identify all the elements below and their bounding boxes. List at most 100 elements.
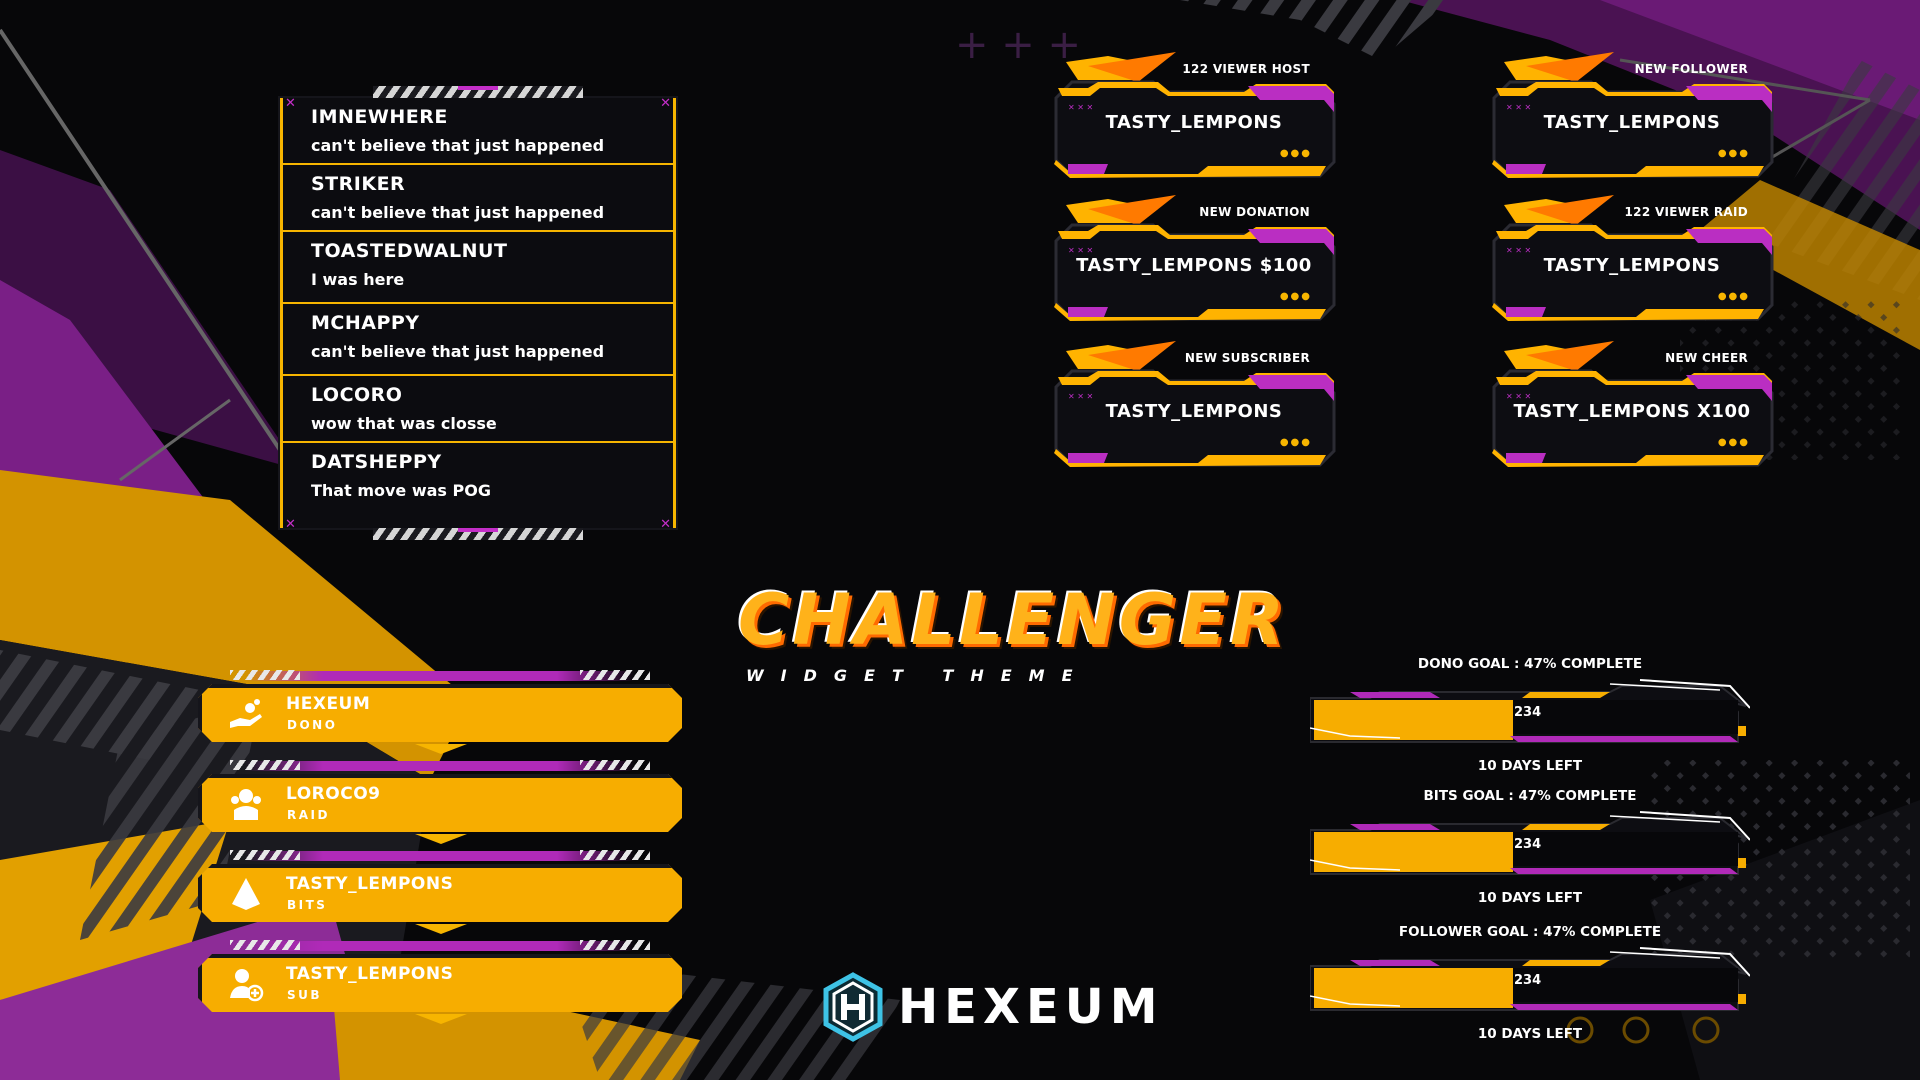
event-type: RAID <box>287 808 330 822</box>
corner-mark-icon: ✕ <box>285 517 296 532</box>
svg-text:✕ ✕ ✕: ✕ ✕ ✕ <box>1506 246 1531 255</box>
alert-username: TASTY_LEMPONS <box>1543 112 1721 133</box>
goal-fill <box>1314 832 1513 872</box>
svg-text:✕ ✕ ✕: ✕ ✕ ✕ <box>1068 392 1093 401</box>
bits-gem-icon <box>232 878 260 910</box>
chat-message: IMNEWHERE can't believe that just happen… <box>283 98 673 165</box>
alert-cheer: ✕ ✕ ✕ NEW CHEER TASTY_LEMPONS X100 ●●● <box>1486 341 1782 471</box>
alert-dots-icon: ●●● <box>1279 148 1312 159</box>
alert-subscriber: ✕ ✕ ✕ NEW SUBSCRIBER TASTY_LEMPONS ●●● <box>1048 341 1344 471</box>
chat-username: DATSHEPPY <box>311 451 442 473</box>
chat-text: can't believe that just happened <box>311 136 605 155</box>
event-hatch <box>230 670 300 680</box>
event-hatch <box>580 850 650 860</box>
brand-logo: HEXEUM <box>822 972 1164 1042</box>
event-top-strip <box>245 941 635 951</box>
chat-bottom-cap <box>373 528 583 540</box>
alert-raid: ✕ ✕ ✕ 122 VIEWER RAID TASTY_LEMPONS ●●● <box>1486 195 1782 325</box>
chat-top-cap <box>373 86 583 98</box>
event-raid: LOROCO9 RAID <box>190 760 690 844</box>
goal-bar <box>1310 811 1750 875</box>
event-type: BITS <box>287 898 328 912</box>
chevron-down-icon <box>415 924 467 934</box>
event-bar <box>198 954 682 1012</box>
chat-text: wow that was closse <box>311 414 497 433</box>
goal-title: FOLLOWER GOAL : 47% COMPLETE <box>1398 924 1662 940</box>
alert-dots-icon: ●●● <box>1717 291 1750 302</box>
svg-text:✕ ✕ ✕: ✕ ✕ ✕ <box>1506 392 1531 401</box>
event-bar <box>198 684 682 742</box>
event-username: TASTY_LEMPONS <box>286 874 454 894</box>
alert-username: TASTY_LEMPONS <box>1105 401 1283 422</box>
chat-message: TOASTEDWALNUT I was here <box>283 232 673 304</box>
goal-days-left: 10 DAYS LEFT <box>1477 1026 1583 1042</box>
alert-dots-icon: ●●● <box>1279 291 1312 302</box>
alert-username: TASTY_LEMPONS <box>1105 112 1283 133</box>
chat-text: I was here <box>311 270 405 289</box>
goal-title: DONO GOAL : 47% COMPLETE <box>1417 656 1643 672</box>
chevron-down-icon <box>415 834 467 844</box>
alert-frame: ✕ ✕ ✕ <box>1492 195 1774 321</box>
logo-text: HEXEUM <box>898 979 1164 1035</box>
chat-username: IMNEWHERE <box>311 106 448 128</box>
alert-follower: ✕ ✕ ✕ NEW FOLLOWER TASTY_LEMPONS ●●● <box>1486 52 1782 182</box>
goal-days-left: 10 DAYS LEFT <box>1477 890 1583 906</box>
event-type: DONO <box>287 718 338 732</box>
alert-frame: ✕ ✕ ✕ <box>1492 341 1774 467</box>
alert-label: NEW CHEER <box>1665 351 1748 365</box>
event-type: SUB <box>287 988 323 1002</box>
goal-title: BITS GOAL : 47% COMPLETE <box>1423 788 1637 804</box>
alert-username: TASTY_LEMPONS <box>1543 255 1721 276</box>
event-top-strip <box>245 761 635 771</box>
goal-dono: DONO GOAL : 47% COMPLETE 234 10 DAYS LEF… <box>1310 656 1750 776</box>
chat-message: MCHAPPY can't believe that just happened <box>283 304 673 376</box>
donation-hand-icon <box>230 699 262 728</box>
goal-value: 234 <box>1514 973 1542 988</box>
goal-days-left: 10 DAYS LEFT <box>1477 758 1583 774</box>
goal-fill <box>1314 968 1513 1008</box>
corner-mark-icon: ✕ <box>660 96 671 111</box>
chat-username: TOASTEDWALNUT <box>311 240 508 262</box>
event-hatch <box>580 940 650 950</box>
event-dono: HEXEUM DONO <box>190 670 690 754</box>
svg-text:✕ ✕ ✕: ✕ ✕ ✕ <box>1068 246 1093 255</box>
alert-label: NEW DONATION <box>1199 205 1310 219</box>
event-sub: TASTY_LEMPONS SUB <box>190 940 690 1024</box>
goal-value: 234 <box>1514 837 1542 852</box>
chat-username: MCHAPPY <box>311 312 420 334</box>
chat-box: ✕ ✕ ✕ ✕ IMNEWHERE can't believe that jus… <box>280 86 676 540</box>
alert-label: 122 VIEWER HOST <box>1182 62 1310 76</box>
chat-text: can't believe that just happened <box>311 203 605 222</box>
alert-dots-icon: ●●● <box>1717 437 1750 448</box>
chat-message: DATSHEPPY That move was POG <box>283 443 673 510</box>
chevron-down-icon <box>415 744 467 754</box>
theme-title: CHALLENGER WIDGET THEME <box>738 580 1287 685</box>
chat-message: LOCORO wow that was closse <box>283 376 673 443</box>
alert-label: NEW FOLLOWER <box>1634 62 1748 76</box>
event-bits: TASTY_LEMPONS BITS <box>190 850 690 934</box>
event-hatch <box>230 940 300 950</box>
event-top-strip <box>245 671 635 681</box>
chat-text: can't believe that just happened <box>311 342 605 361</box>
alert-dots-icon: ●●● <box>1279 437 1312 448</box>
title-logo-text: CHALLENGER <box>738 579 1287 661</box>
event-bar <box>198 864 682 922</box>
chat-username: STRIKER <box>311 173 406 195</box>
goal-follower: FOLLOWER GOAL : 47% COMPLETE 234 10 DAYS… <box>1310 924 1750 1044</box>
goal-value: 234 <box>1514 705 1542 720</box>
chevron-down-icon <box>415 1014 467 1024</box>
event-top-strip <box>245 851 635 861</box>
goal-bar <box>1310 947 1750 1011</box>
corner-mark-icon: ✕ <box>660 517 671 532</box>
event-hatch <box>230 760 300 770</box>
chat-text: That move was POG <box>311 481 491 500</box>
svg-text:✕ ✕ ✕: ✕ ✕ ✕ <box>1068 103 1093 112</box>
event-hatch <box>230 850 300 860</box>
event-username: HEXEUM <box>286 694 371 714</box>
event-bar <box>198 774 682 832</box>
alert-label: NEW SUBSCRIBER <box>1184 351 1310 365</box>
alert-dots-icon: ●●● <box>1717 148 1750 159</box>
event-username: LOROCO9 <box>286 784 381 804</box>
alert-host: ✕ ✕ ✕ 122 VIEWER HOST TASTY_LEMPONS ●●● <box>1048 52 1344 182</box>
goal-bar <box>1310 679 1750 743</box>
